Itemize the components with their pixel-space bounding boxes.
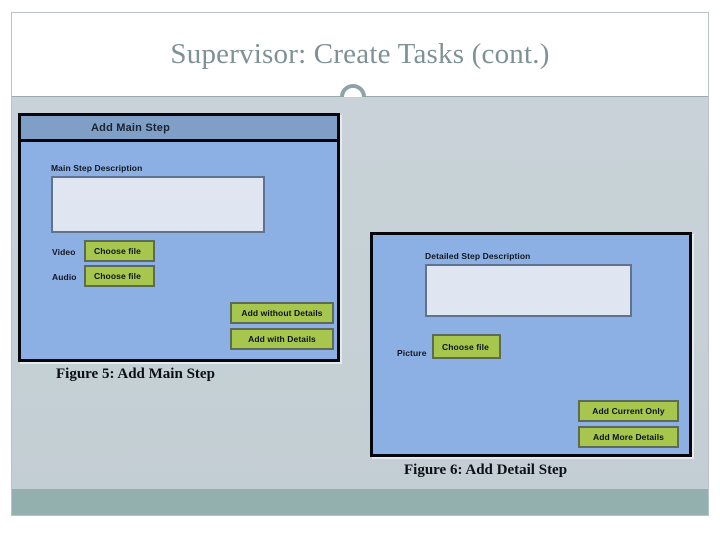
figure-5-caption: Figure 5: Add Main Step <box>56 366 215 382</box>
page-title: Supervisor: Create Tasks (cont.) <box>170 38 550 70</box>
video-label: Video <box>52 247 76 257</box>
detailed-step-description-label: Detailed Step Description <box>425 251 531 261</box>
detailed-step-description-input[interactable] <box>425 264 632 317</box>
slide-title-band: Supervisor: Create Tasks (cont.) <box>11 12 709 94</box>
add-with-details-button[interactable]: Add with Details <box>230 328 334 350</box>
add-more-details-button[interactable]: Add More Details <box>578 426 679 448</box>
add-main-step-body: Main Step Description Video Choose file … <box>21 116 337 359</box>
picture-label: Picture <box>397 348 427 358</box>
add-main-step-titlebar: Add Main Step <box>21 116 337 142</box>
add-detail-step-dialog: Detailed Step Description Picture Choose… <box>370 232 692 457</box>
main-step-description-input[interactable] <box>51 176 265 233</box>
figure-6-caption: Figure 6: Add Detail Step <box>404 462 568 478</box>
slide-footer-bar <box>11 489 709 516</box>
add-main-step-dialog: Add Main Step Main Step Description Vide… <box>18 113 340 362</box>
add-detail-step-body: Detailed Step Description Picture Choose… <box>373 235 689 454</box>
main-step-description-label: Main Step Description <box>51 163 143 173</box>
picture-choose-file-button[interactable]: Choose file <box>432 334 501 359</box>
add-without-details-button[interactable]: Add without Details <box>230 302 334 324</box>
audio-label: Audio <box>52 272 77 282</box>
audio-choose-file-button[interactable]: Choose file <box>84 265 155 287</box>
add-main-step-title: Add Main Step <box>91 122 170 134</box>
video-choose-file-button[interactable]: Choose file <box>84 240 155 262</box>
add-current-only-button[interactable]: Add Current Only <box>578 400 679 422</box>
